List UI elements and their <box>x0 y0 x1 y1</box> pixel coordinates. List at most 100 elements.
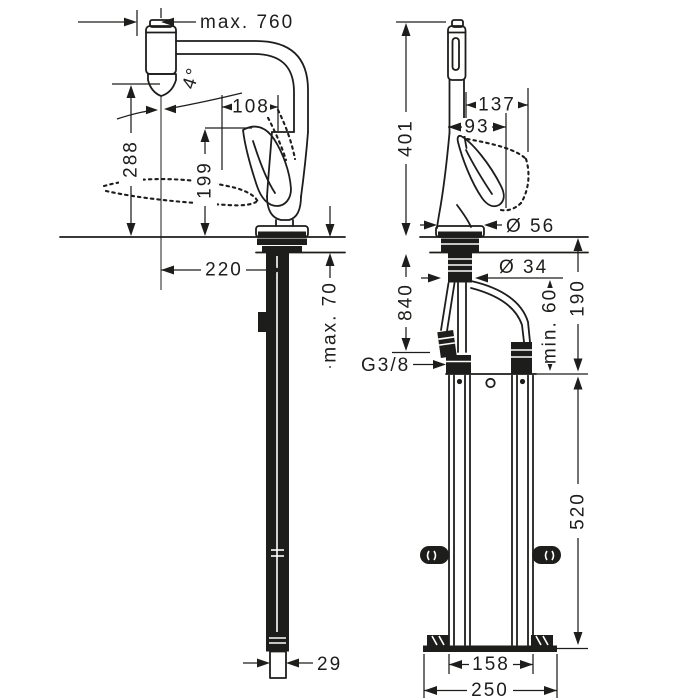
arrowhead <box>544 686 557 695</box>
spray-button-slot <box>451 37 460 71</box>
arrowhead <box>424 686 437 695</box>
body-bell <box>266 195 302 221</box>
arrowhead <box>401 23 411 36</box>
sbox-center-hole <box>485 377 496 389</box>
spray-head-nose <box>147 73 177 97</box>
hose-clip <box>258 312 271 332</box>
dim-label-max70: max. 70 <box>320 281 341 363</box>
arrowhead <box>449 660 462 669</box>
handle-side-dotted-2 <box>519 157 530 205</box>
shank-through-deck <box>441 238 479 253</box>
dim-label-swivel: 4° <box>179 64 206 92</box>
arrowhead <box>466 100 479 110</box>
arrowhead <box>573 376 583 390</box>
arrowhead <box>475 273 488 283</box>
dim-label-min60: min. 60 <box>540 288 561 364</box>
arrowhead <box>401 223 411 236</box>
dim-label-137: 137 <box>478 95 516 116</box>
dim-clearance: min. 60 <box>538 280 562 371</box>
arrowhead <box>222 102 235 112</box>
foot-slot-left-2 <box>438 635 445 646</box>
dim-label-108: 108 <box>232 97 270 118</box>
dim-label-288: 288 <box>121 140 142 178</box>
dim-deck-thickness: max. 70 <box>318 206 342 368</box>
dim-swivel-angle: 4° <box>116 64 243 120</box>
pullout-spray-head <box>145 19 177 97</box>
arrowhead <box>200 223 210 236</box>
handle-alt-up-dotted-2 <box>276 108 297 161</box>
hose-diagonal-right <box>446 282 456 332</box>
dim-label-158: 158 <box>472 654 510 675</box>
sbox-clip-left <box>420 546 449 564</box>
dim-spout-reach: 220 <box>161 255 284 284</box>
handle-side-dotted-3 <box>496 201 523 212</box>
arrowhead <box>146 105 158 115</box>
right-view: 401 137 93 Ø 56 <box>361 19 590 700</box>
hose-curved-outer <box>470 280 531 343</box>
sbox-screw-right <box>519 378 526 385</box>
dim-handle-reach: 93 <box>448 113 507 208</box>
pullout-hose-assembly <box>257 238 307 679</box>
foot-slot-right-2 <box>542 635 549 646</box>
arrowhead <box>257 658 270 668</box>
dim-label-520: 520 <box>568 492 589 530</box>
handle-solid <box>242 125 292 207</box>
arrowhead <box>573 238 583 251</box>
shank-flange <box>257 238 307 245</box>
arrowhead <box>515 100 528 110</box>
hose-end-tube <box>269 650 287 679</box>
sbox-foot-left <box>427 635 449 646</box>
dim-label-250: 250 <box>471 680 509 700</box>
arrowhead <box>325 253 335 266</box>
dim-label-199: 199 <box>195 161 216 199</box>
dim-label-220: 220 <box>205 260 243 281</box>
arrowhead <box>325 224 335 237</box>
base-escutcheon-band-side <box>438 231 482 237</box>
foot-slot-right <box>535 635 542 646</box>
dim-pullout-length: max. 760 <box>78 8 294 36</box>
clip-marks-left <box>426 550 437 561</box>
dim-label-401: 401 <box>396 119 417 157</box>
arrowhead <box>401 254 411 267</box>
sbox-clip-right <box>532 546 561 564</box>
dim-total-height: 401 <box>394 21 446 236</box>
clip-marks-right <box>544 550 555 561</box>
handle-alt-up-dotted <box>263 110 288 162</box>
handle-side-inner <box>465 149 493 195</box>
hose-connector-right <box>511 342 532 374</box>
left-view: max. 760 4° 288 199 <box>59 8 346 679</box>
dim-label-g38: G3/8 <box>361 355 410 376</box>
dim-handle-reach-max: 137 <box>465 88 529 152</box>
arrowhead <box>428 273 441 283</box>
dim-label-pullout: max. 760 <box>200 12 294 33</box>
sbox-bottom-plate <box>423 645 557 652</box>
lever-handle-side <box>456 134 505 208</box>
spout-outer-edge <box>175 40 309 133</box>
arrowhead <box>401 338 411 351</box>
hose-diagonal-left <box>440 282 450 331</box>
threaded-shank <box>448 252 472 283</box>
spray-head-side <box>447 25 467 81</box>
dim-box-height: 520 <box>557 376 590 650</box>
handle-side-dotted <box>465 137 528 161</box>
dim-label-29: 29 <box>317 654 342 675</box>
dim-label-93: 93 <box>464 117 489 138</box>
dim-label-dia56: Ø 56 <box>506 216 555 237</box>
spray-head-cap-side <box>451 19 464 28</box>
dim-hose-end: 29 <box>243 654 342 675</box>
body-right-edge <box>300 131 309 198</box>
handle-alt-left-dotted-bottom <box>104 189 258 207</box>
dim-deck-to-box: 190 <box>566 238 590 372</box>
body-side-cone <box>456 204 472 228</box>
base-escutcheon-band <box>258 231 306 237</box>
dim-label-840: 840 <box>396 283 417 321</box>
supply-hoses <box>437 238 532 374</box>
hose-curved-inner <box>470 287 525 343</box>
dim-handle-height: 199 <box>193 127 252 236</box>
dim-head-offset: 108 <box>221 95 279 170</box>
arrowhead <box>126 223 136 236</box>
arrowhead <box>573 632 583 645</box>
hose-connector-left <box>446 355 471 374</box>
dim-base-diameter: Ø 56 <box>420 216 555 237</box>
body-side-left <box>436 132 451 229</box>
